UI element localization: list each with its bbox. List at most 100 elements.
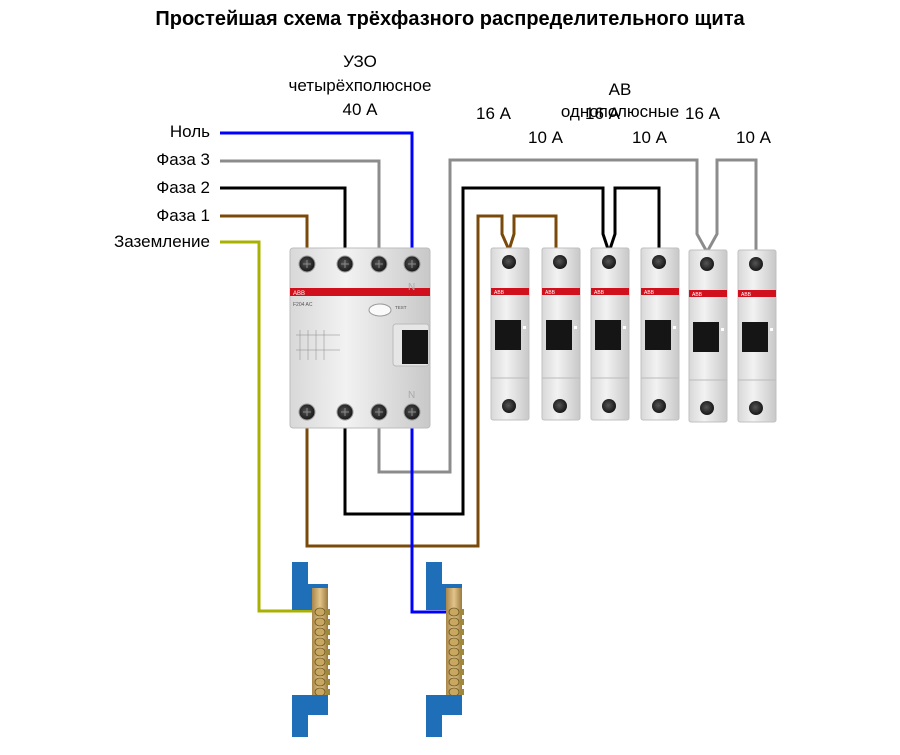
circuit-breaker: ABB [541,247,581,421]
rcd-device: ABB F204 AC TEST N N [289,247,431,429]
breaker-top-screw [652,255,666,269]
breaker-bottom-screw [749,401,763,415]
rcd-brand: ABB [293,291,305,297]
busbar-screw [448,677,460,687]
ground-busbar [292,562,330,737]
breaker-toggle-lever[interactable] [495,320,521,350]
circuit-breaker: ABB [490,247,530,421]
breaker-rating-2: 10 А [528,128,563,147]
rcd-terminal-screw [370,255,388,273]
busbar-screw [314,677,326,687]
breaker-brand-stripe [491,288,529,295]
breaker-top-screw [553,255,567,269]
busbar-screw [314,647,326,657]
breaker-toggle-lever[interactable] [546,320,572,350]
breaker-toggle-lever[interactable] [645,320,671,350]
rcd-neutral-mark-bottom: N [408,390,415,401]
rcd-model: F204 AC [293,302,313,308]
busbar-screw [314,687,326,697]
wire-label-ground: Заземление [114,232,210,251]
circuit-breaker: ABB [737,249,777,423]
breaker-brand-stripe [542,288,580,295]
breaker-top-screw [749,257,763,271]
diagram-title: Простейшая схема трёхфазного распределит… [155,8,745,30]
wire-label-phase3: Фаза 3 [156,150,210,169]
wire-phase1-out [305,214,558,548]
breakers-label-line2: однополюсные [560,102,680,121]
breaker-top-screw [602,255,616,269]
wire-neutral-in [220,131,414,252]
breaker-brand-stripe [738,290,776,297]
wire-phase1-in [220,214,309,252]
breaker-brand: ABB [545,290,556,296]
breaker-bottom-screw [700,401,714,415]
rcd-label-line3: 40 А [342,100,378,119]
busbar-screw [448,667,460,677]
busbar-screw [448,627,460,637]
breaker-bottom-screw [602,399,616,413]
breaker-rating-1: 16 А [476,104,511,123]
circuit-breaker: ABB [590,247,630,421]
breaker-brand-stripe [591,288,629,295]
wire-label-phase2: Фаза 2 [156,178,210,197]
breakers-row: ABB ABB ABB ABB ABB ABB [490,247,777,423]
breaker-rating-5: 16 А [685,104,720,123]
rcd-terminal-screw [298,403,316,421]
busbar-screw [314,617,326,627]
rcd-terminal-screw [298,255,316,273]
rcd-terminal-screw [336,255,354,273]
breaker-toggle-lever[interactable] [693,322,719,352]
wire-label-neutral: Ноль [169,122,210,141]
breaker-bottom-screw [502,399,516,413]
rcd-test-label: TEST [395,305,407,310]
wire-phase3-in [220,159,381,252]
busbar-screw [314,607,326,617]
busbar-screw [448,637,460,647]
breaker-brand: ABB [644,290,655,296]
breaker-toggle-lever[interactable] [742,322,768,352]
busbar-screw [314,637,326,647]
breaker-rating-6: 10 А [736,128,771,147]
breakers-label-line1: АВ [608,80,632,99]
breaker-rating-4: 10 А [632,128,667,147]
rcd-terminal-screw [336,403,354,421]
busbar-screw [314,657,326,667]
rcd-test-button[interactable] [368,303,392,317]
wire-neutral-out [410,420,452,614]
rcd-terminal-screw [403,403,421,421]
rcd-label-line2: четырёхполюсное [288,76,432,95]
wire-phase3-out [377,158,758,474]
breaker-brand: ABB [494,290,505,296]
breaker-top-screw [700,257,714,271]
breaker-brand: ABB [741,292,752,298]
breaker-top-screw [502,255,516,269]
busbar-screw [448,657,460,667]
busbar-screw [448,607,460,617]
busbars [292,562,464,737]
rcd-toggle-lever[interactable] [402,330,428,364]
circuit-breaker: ABB [688,249,728,423]
breaker-bottom-screw [553,399,567,413]
neutral-busbar [426,562,464,737]
busbar-screw [448,687,460,697]
wire-phase2-out [343,186,661,516]
wire-ground [220,240,318,613]
circuit-breaker: ABB [640,247,680,421]
rcd-neutral-mark-top: N [408,282,415,293]
breaker-bottom-screw [652,399,666,413]
rcd-label-line1: УЗО [343,52,377,71]
busbar-screw [448,617,460,627]
rcd-terminal-screw [403,255,421,273]
rcd-terminal-screw [370,403,388,421]
breaker-brand-stripe [689,290,727,297]
breaker-toggle-lever[interactable] [595,320,621,350]
busbar-screw [448,647,460,657]
breaker-rating-3: 16 А [585,104,620,123]
busbar-screw [314,667,326,677]
breaker-brand: ABB [594,290,605,296]
wire-label-phase1: Фаза 1 [156,206,210,225]
wire-phase2-in [220,186,347,252]
busbar-screw [314,627,326,637]
breaker-brand-stripe [641,288,679,295]
